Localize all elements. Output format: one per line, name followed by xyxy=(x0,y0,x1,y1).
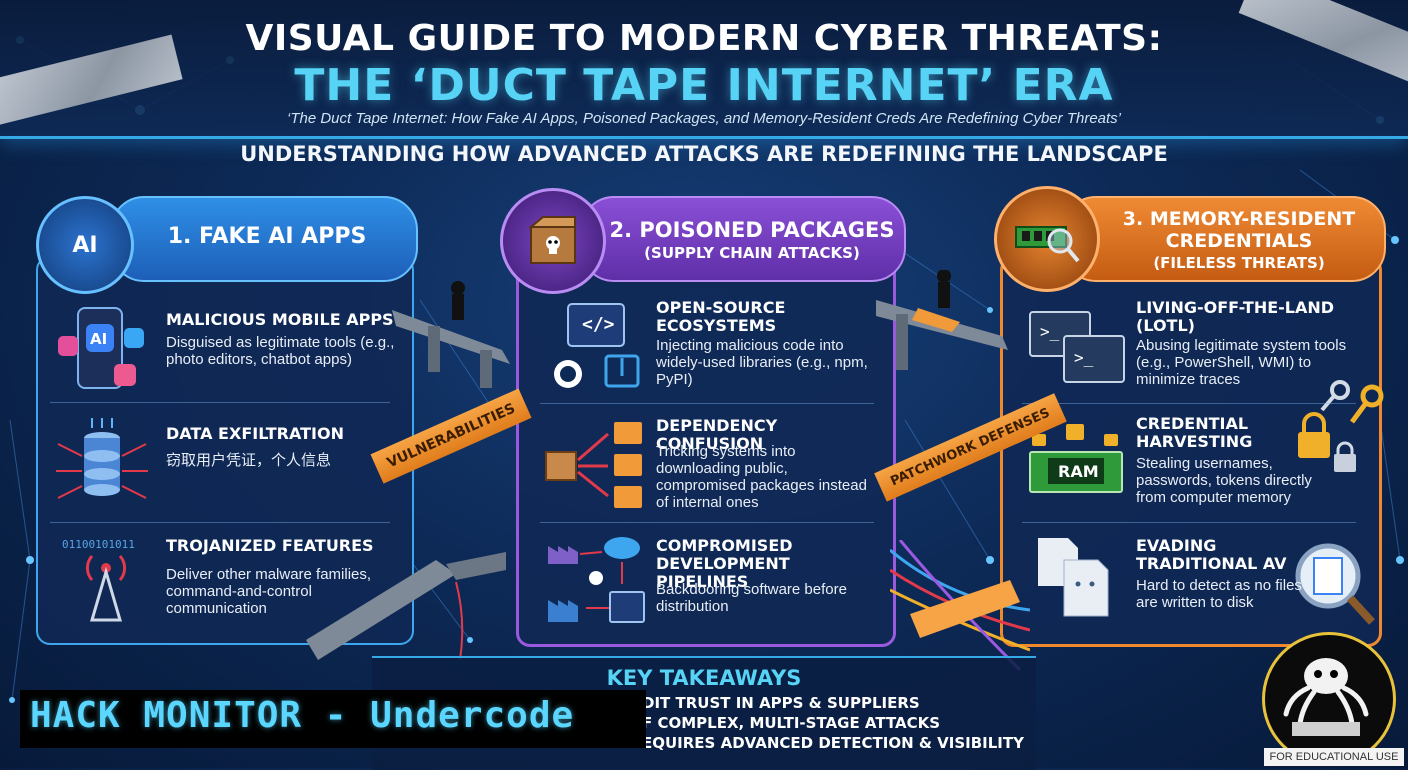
compromised-pipelines-desc: Backdooring software before distribution xyxy=(656,581,847,615)
taped-cables-graphic xyxy=(890,540,1030,670)
terminal-prompt-text: >_ xyxy=(1074,348,1094,367)
broken-bridge-left-graphic xyxy=(392,281,510,388)
code-github-icon xyxy=(554,303,640,388)
undercode-octopus-logo xyxy=(1262,632,1396,766)
divider xyxy=(50,402,390,403)
collapsed-bridge-graphic xyxy=(306,552,506,661)
ghost-files-icon xyxy=(1038,538,1109,617)
key-takeaways-box: KEY TAKEAWAYS DIT TRUST IN APPS & SUPPLI… xyxy=(372,656,1036,770)
divider xyxy=(1022,522,1356,523)
broken-bridge-right-graphic xyxy=(876,270,1008,370)
memory-credentials-header: 3. MEMORY-RESIDENT CREDENTIALS (FILELESS… xyxy=(1062,196,1386,282)
padlocks-icon xyxy=(1298,412,1356,472)
terminal-prompt-text: >_ xyxy=(1040,322,1060,341)
key-takeaways-title: KEY TAKEAWAYS xyxy=(606,666,802,690)
ai-brain-icon: AI xyxy=(36,196,134,294)
hack-monitor-watermark: HACK MONITOR - Undercode xyxy=(20,690,646,748)
magnifier-document-icon xyxy=(1295,543,1375,625)
icon-antenna-binary: 01100101011 xyxy=(56,536,152,622)
ram-label: RAM xyxy=(1058,462,1099,481)
binary-text: 01100101011 xyxy=(62,538,135,551)
icon-terminal-windows: >_ >_ xyxy=(1028,308,1128,388)
divider xyxy=(1022,403,1356,404)
fake-ai-apps-header: 1. FAKE AI APPS xyxy=(110,196,418,282)
takeaway-line: F COMPLEX, MULTI-STAGE ATTACKS xyxy=(642,714,941,732)
evading-av-desc: Hard to detect as no files are written t… xyxy=(1136,577,1302,611)
watermark-text: HACK MONITOR - Undercode xyxy=(30,695,575,736)
open-source-title: OPEN-SOURCE ECOSYSTEMS xyxy=(656,298,786,335)
antenna-tower-icon xyxy=(85,555,127,622)
memory-credentials-title: 3. MEMORY-RESIDENT CREDENTIALS xyxy=(1122,208,1356,252)
data-exfiltration-desc: 窃取用户凭证，个人信息 xyxy=(166,452,332,469)
credential-harvesting-title: CREDENTIAL HARVESTING xyxy=(1136,414,1253,451)
poisoned-box-icon xyxy=(500,188,606,294)
keys-icon xyxy=(1320,380,1384,424)
box-folders-icon xyxy=(545,422,642,508)
octopus-icon xyxy=(1283,658,1369,736)
icon-ram-locks: RAM xyxy=(1026,418,1126,504)
divider xyxy=(540,522,874,523)
ram-magnifier-icon xyxy=(994,186,1100,292)
phone-ai-label: AI xyxy=(90,330,108,348)
lotl-title: LIVING-OFF-THE-LAND (LOTL) xyxy=(1136,298,1335,335)
data-exfiltration-title: DATA EXFILTRATION xyxy=(166,424,344,443)
memory-credentials-subtitle: (FILELESS THREATS) xyxy=(1153,254,1325,272)
icon-phone-apps: AI xyxy=(56,306,146,390)
title-banner: VISUAL GUIDE TO MODERN CYBER THREATS: TH… xyxy=(0,0,1408,139)
title-line-2: THE ‘DUCT TAPE INTERNET’ ERA xyxy=(294,60,1114,111)
icon-code-github: </> xyxy=(548,302,644,390)
subtitle: ‘The Duct Tape Internet: How Fake AI App… xyxy=(286,110,1122,127)
phone-apps-icon xyxy=(58,307,144,389)
terminal-windows-icon xyxy=(1029,311,1125,383)
ram-locks-icon xyxy=(1029,424,1123,493)
ai-badge-text: AI xyxy=(72,232,98,258)
evading-av-title: EVADING TRADITIONAL AV xyxy=(1136,536,1287,573)
lotl-desc: Abusing legitimate system tools (e.g., P… xyxy=(1136,337,1347,388)
malicious-mobile-apps-title: MALICIOUS MOBILE APPS xyxy=(166,310,394,329)
trojanized-features-desc: Deliver other malware families, command-… xyxy=(166,566,372,617)
trojanized-features-title: TROJANIZED FEATURES xyxy=(166,536,374,555)
open-source-desc: Injecting malicious code into widely-use… xyxy=(656,337,868,388)
takeaway-line: EQUIRES ADVANCED DETECTION & VISIBILITY xyxy=(642,734,1024,752)
takeaway-line: DIT TRUST IN APPS & SUPPLIERS xyxy=(642,694,920,712)
poisoned-packages-subtitle: (SUPPLY CHAIN ATTACKS) xyxy=(644,244,860,262)
database-exfiltration-icon xyxy=(56,418,148,499)
ram-chip-icon xyxy=(1015,226,1080,263)
divider xyxy=(50,522,390,523)
fake-ai-apps-title: 1. FAKE AI APPS xyxy=(167,224,367,249)
poisoned-packages-title: 2. POISONED PACKAGES xyxy=(609,218,895,242)
factory-pipeline-icon xyxy=(548,537,645,623)
compromised-pipelines-title: COMPROMISED DEVELOPMENT PIPELINES xyxy=(656,536,793,591)
divider xyxy=(540,403,874,404)
title-line-1: VISUAL GUIDE TO MODERN CYBER THREATS: xyxy=(245,18,1163,59)
poisoned-packages-header: 2. POISONED PACKAGES (SUPPLY CHAIN ATTAC… xyxy=(580,196,906,282)
dependency-confusion-desc: Tricking systems into downloading public… xyxy=(656,443,867,511)
dependency-confusion-title: DEPENDENCY CONFUSION xyxy=(656,416,778,453)
credential-harvesting-desc: Stealing usernames, passwords, tokens di… xyxy=(1136,455,1312,506)
box-skull-icon xyxy=(528,216,576,264)
section-heading: UNDERSTANDING HOW ADVANCED ATTACKS ARE R… xyxy=(240,142,1168,166)
educational-use-note: FOR EDUCATIONAL USE xyxy=(1264,748,1404,766)
code-brackets-label: </> xyxy=(582,314,615,335)
malicious-mobile-apps-desc: Disguised as legitimate tools (e.g., pho… xyxy=(166,334,395,368)
